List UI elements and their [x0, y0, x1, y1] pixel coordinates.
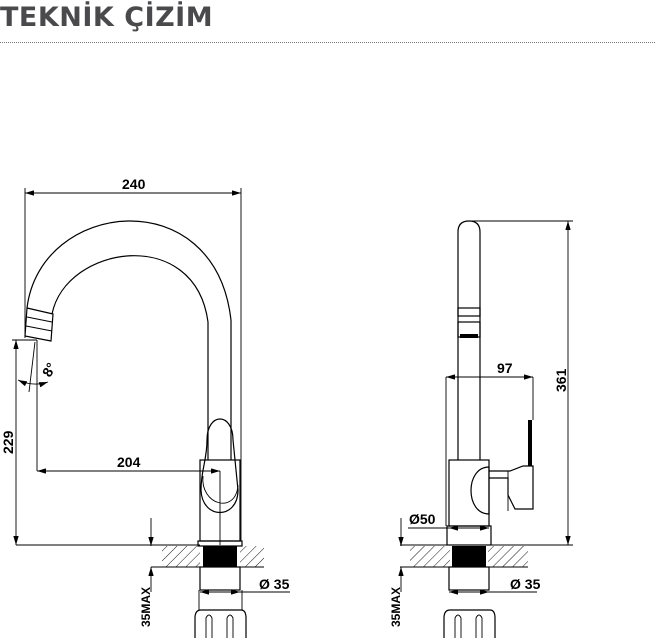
- mount-block: [203, 546, 237, 567]
- page-title: TEKNİK ÇİZİM: [0, 2, 214, 33]
- mounting-nut: [443, 609, 496, 638]
- dim-base-label: Ø50: [409, 511, 436, 527]
- counter-hatch-left: [162, 546, 200, 567]
- mounting-nut: [194, 590, 247, 638]
- dim-shank-label: Ø 35: [259, 576, 290, 592]
- shank: [199, 566, 241, 591]
- spout-pipe: [457, 220, 481, 460]
- handle: [489, 465, 534, 510]
- base: [446, 525, 492, 546]
- handle: [200, 418, 239, 514]
- counter-hatch-left: [410, 546, 450, 567]
- shank: [448, 566, 490, 591]
- dotted-divider: [0, 42, 655, 43]
- faucet-body: [448, 459, 490, 527]
- dim-height-label: 361: [553, 368, 569, 392]
- counter-hatch-right: [240, 546, 264, 567]
- dim-angle-label: 8°: [39, 360, 60, 380]
- lever: [528, 420, 532, 466]
- front-view: 240 229 204 8° 35MAX Ø 35: [0, 176, 290, 638]
- counter-hatch-right: [488, 546, 528, 567]
- aerator: [24, 307, 54, 342]
- dim-depth-label: 97: [497, 360, 513, 376]
- dim-height-label: 229: [0, 430, 16, 454]
- dim-reach-label: 204: [117, 454, 141, 470]
- dim-counter-label: 35MAX: [389, 587, 403, 627]
- dim-width-label: 240: [122, 176, 146, 192]
- spout-outer: [26, 220, 232, 321]
- side-view: 361 97 Ø50 35MAX Ø 35: [389, 220, 573, 638]
- dim-shank-label: Ø 35: [510, 576, 541, 592]
- spout-inner: [51, 255, 209, 323]
- cartridge-dome: [470, 466, 490, 515]
- dim-counter-label: 35MAX: [139, 587, 153, 627]
- mount-block: [452, 546, 486, 567]
